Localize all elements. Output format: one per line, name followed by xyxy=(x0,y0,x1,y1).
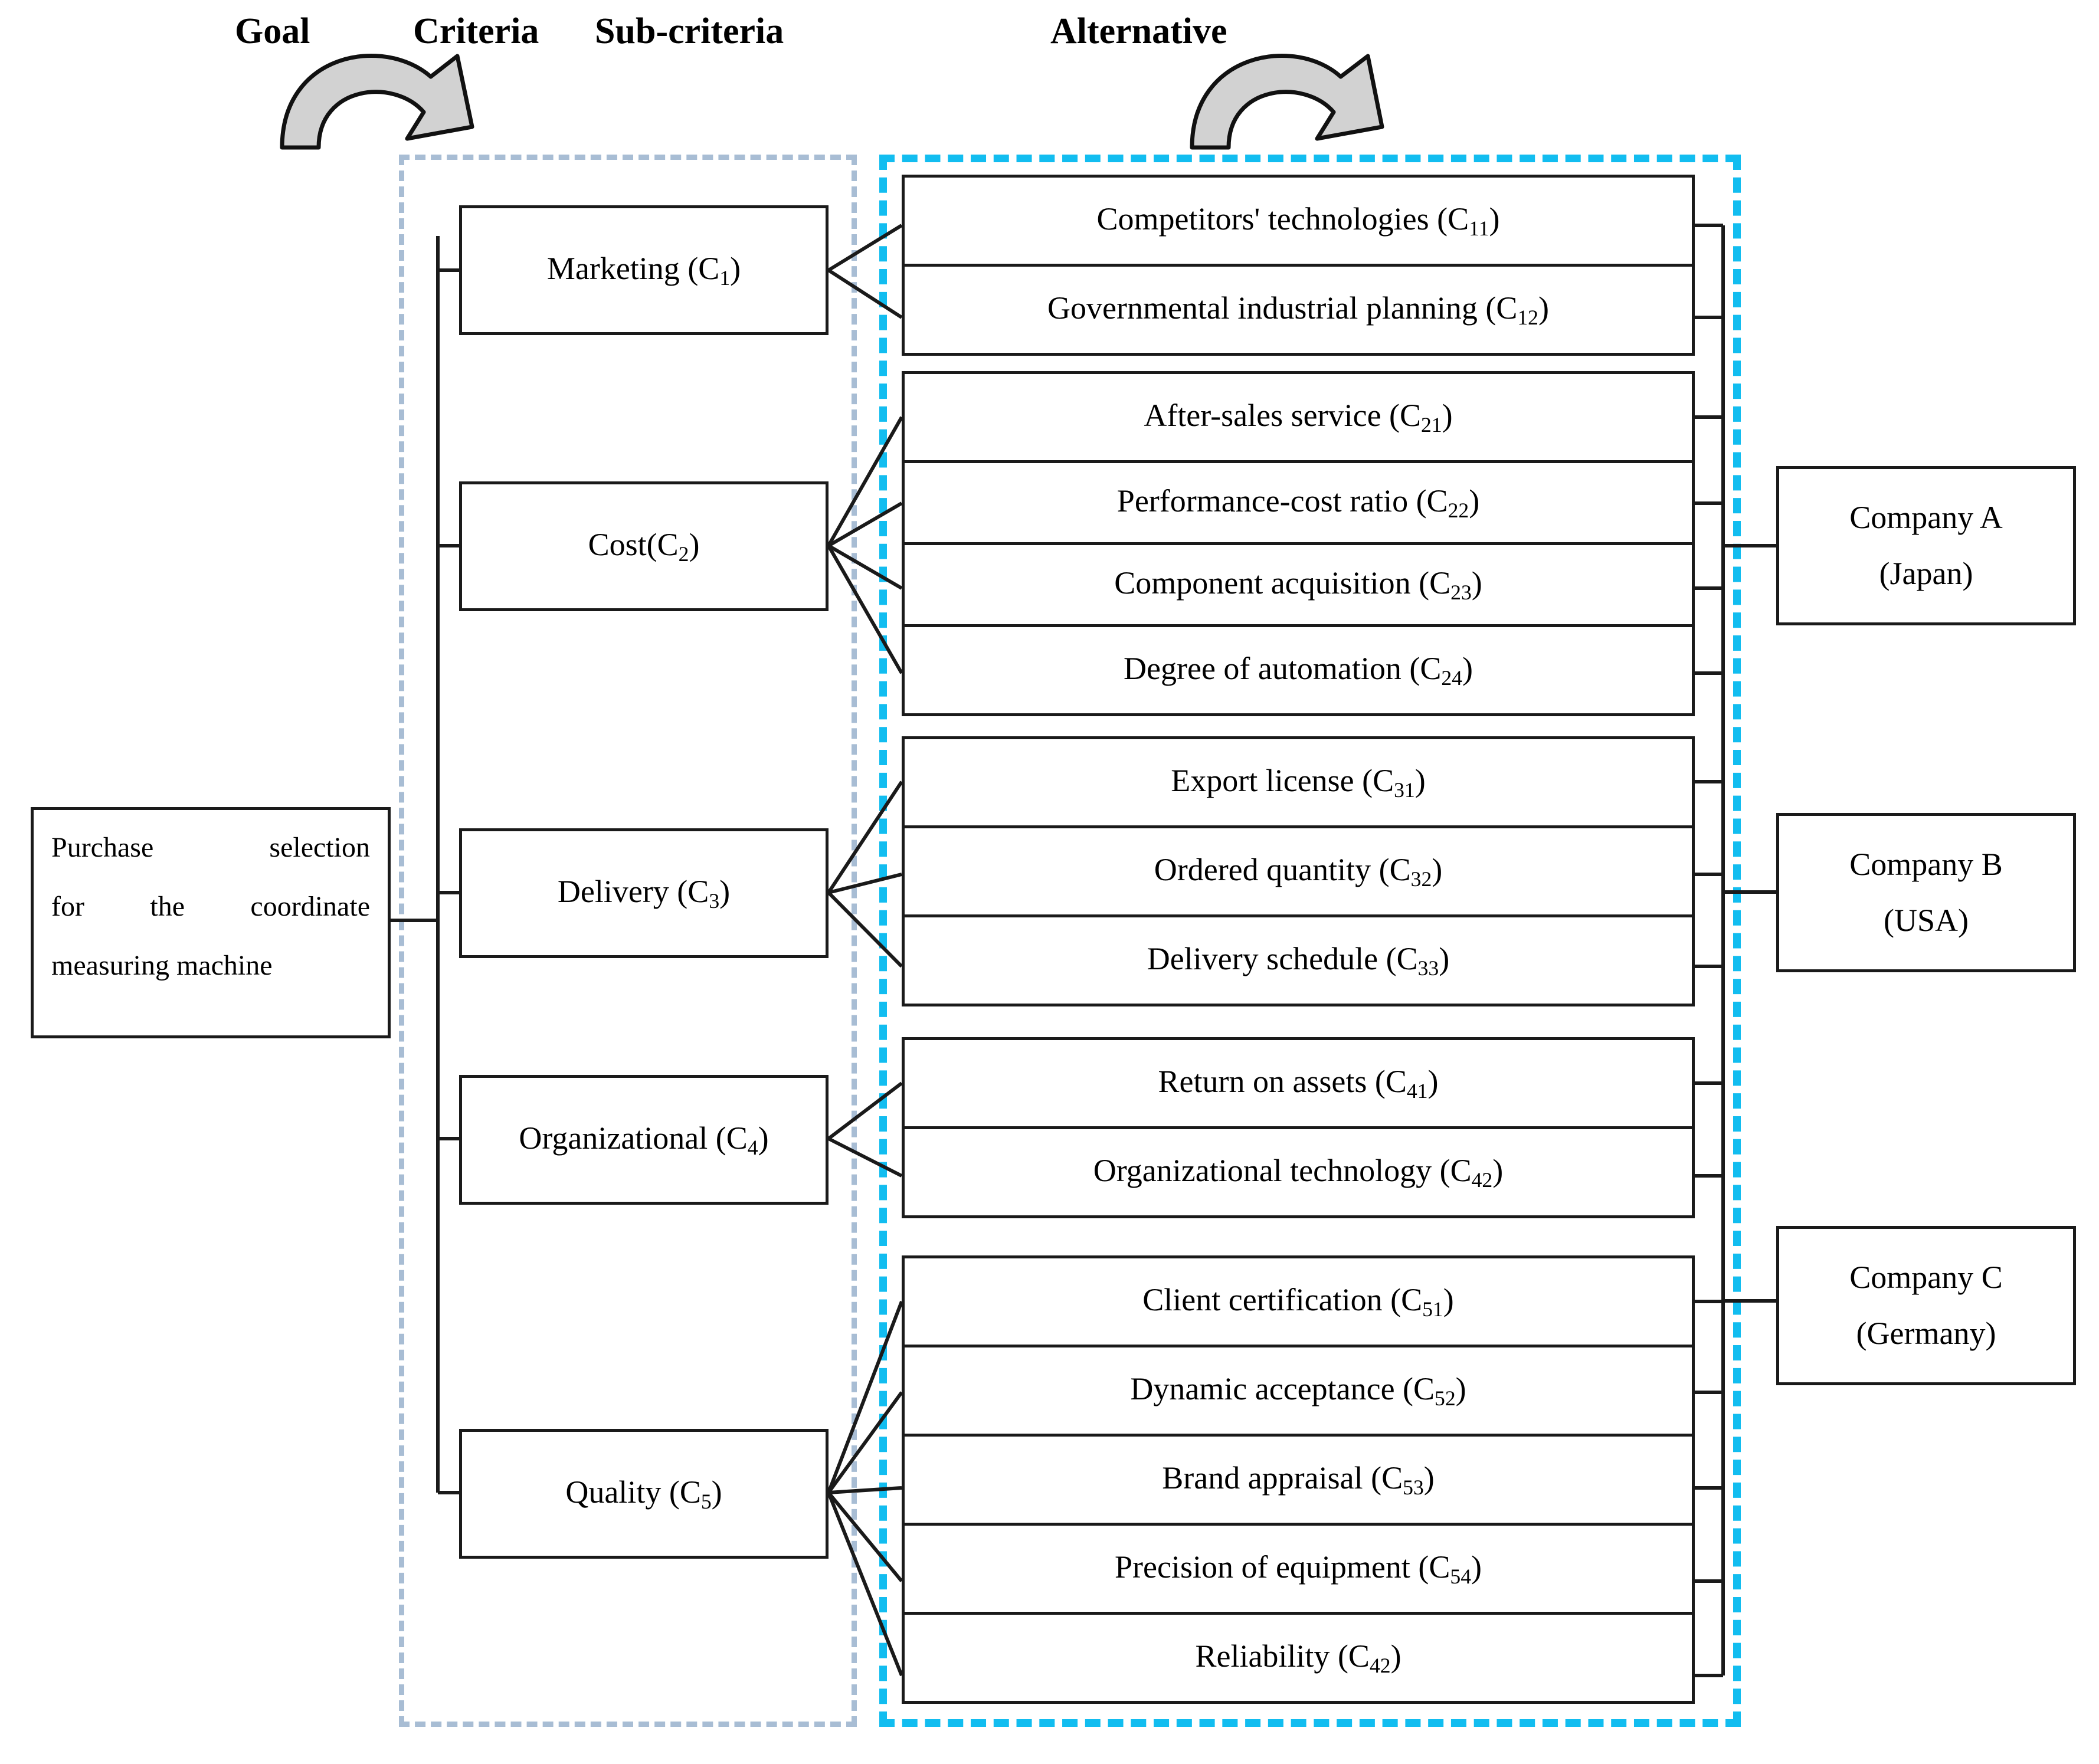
criteria-subscript-marketing: 1 xyxy=(719,266,731,290)
criteria-box-marketing[interactable]: Marketing (C1) xyxy=(459,205,829,335)
subcriteria-box-c31[interactable]: Export license (C31) xyxy=(902,736,1695,828)
subcriteria-label-c12: Governmental industrial planning xyxy=(1047,290,1478,326)
subcriteria-subscript-c54: 54 xyxy=(1450,1564,1472,1588)
subcriteria-label-c41: Return on assets xyxy=(1158,1064,1367,1100)
goal-line-1: Purchase selection xyxy=(51,832,370,863)
criteria-label-marketing: Marketing xyxy=(546,251,680,287)
subcriteria-label-c33: Delivery schedule xyxy=(1147,941,1378,977)
subcriteria-label-c53: Brand appraisal xyxy=(1162,1460,1363,1496)
criteria-code-marketing: C xyxy=(698,251,720,287)
criteria-box-quality[interactable]: Quality (C5) xyxy=(459,1429,829,1559)
subcriteria-subscript-c32: 32 xyxy=(1410,867,1432,891)
subcriteria-box-c53[interactable]: Brand appraisal (C53) xyxy=(902,1434,1695,1526)
goal-box[interactable]: Purchase selection for the coordinate me… xyxy=(31,807,391,1038)
subcriteria-label-c42rel: Reliability xyxy=(1195,1638,1330,1674)
subcriteria-box-c33[interactable]: Delivery schedule (C33) xyxy=(902,914,1695,1006)
subcriteria-subscript-c51: 51 xyxy=(1422,1297,1443,1321)
subcriteria-box-c22[interactable]: Performance-cost ratio (C22) xyxy=(902,460,1695,545)
subcriteria-label-c24: Degree of automation xyxy=(1124,651,1401,687)
subcriteria-box-c42org[interactable]: Organizational technology (C42) xyxy=(902,1126,1695,1218)
criteria-subscript-delivery: 3 xyxy=(709,889,720,913)
criteria-code-cost: C xyxy=(657,527,679,563)
header-alternative: Alternative xyxy=(1050,11,1227,51)
alternative-box-company-b[interactable]: Company B (USA) xyxy=(1776,813,2076,972)
subcriteria-subscript-c52: 52 xyxy=(1435,1386,1456,1410)
criteria-label-cost: Cost xyxy=(588,527,647,563)
subcriteria-group-quality: Client certification (C51) Dynamic accep… xyxy=(902,1255,1695,1704)
subcriteria-box-c21[interactable]: After-sales service (C21) xyxy=(902,371,1695,463)
criteria-label-delivery: Delivery xyxy=(557,874,669,910)
criteria-subscript-cost: 2 xyxy=(678,542,689,566)
header-criteria: Criteria xyxy=(413,11,539,51)
subcriteria-subscript-c41: 41 xyxy=(1406,1078,1428,1103)
criteria-label-quality: Quality xyxy=(565,1474,662,1510)
subcriteria-group-organizational: Return on assets (C41) Organizational te… xyxy=(902,1037,1695,1218)
subcriteria-subscript-c22: 22 xyxy=(1448,498,1469,522)
criteria-code-organizational: C xyxy=(726,1120,748,1156)
subcriteria-label-c54: Precision of equipment xyxy=(1114,1549,1410,1585)
subcriteria-box-c51[interactable]: Client certification (C51) xyxy=(902,1255,1695,1347)
criteria-subscript-organizational: 4 xyxy=(747,1136,758,1160)
subcriteria-subscript-c53: 53 xyxy=(1403,1475,1424,1499)
goal-line-2: for the coordinate xyxy=(51,891,370,922)
alternative-name-company-b: Company B xyxy=(1849,846,2003,882)
subcriteria-box-c42rel[interactable]: Reliability (C42) xyxy=(902,1612,1695,1704)
alternative-box-company-c[interactable]: Company C (Germany) xyxy=(1776,1226,2076,1385)
curved-arrow-icon-2 xyxy=(1190,54,1384,150)
subcriteria-box-c23[interactable]: Component acquisition (C23) xyxy=(902,542,1695,627)
criteria-box-organizational[interactable]: Organizational (C4) xyxy=(459,1075,829,1205)
criteria-subscript-quality: 5 xyxy=(700,1490,712,1514)
subcriteria-subscript-c21: 21 xyxy=(1421,412,1442,437)
subcriteria-box-c52[interactable]: Dynamic acceptance (C52) xyxy=(902,1345,1695,1437)
alternative-country-company-b: (USA) xyxy=(1884,903,1969,938)
subcriteria-box-c24[interactable]: Degree of automation (C24) xyxy=(902,624,1695,716)
criteria-code-quality: C xyxy=(679,1474,701,1510)
subcriteria-group-marketing: Competitors' technologies (C11) Governme… xyxy=(902,175,1695,356)
subcriteria-subscript-c11: 11 xyxy=(1469,216,1489,240)
subcriteria-subscript-c31: 31 xyxy=(1394,778,1415,802)
subcriteria-box-c32[interactable]: Ordered quantity (C32) xyxy=(902,825,1695,917)
alternative-country-company-a: (Japan) xyxy=(1879,556,1973,591)
subcriteria-box-c12[interactable]: Governmental industrial planning (C12) xyxy=(902,264,1695,356)
alternative-name-company-a: Company A xyxy=(1849,499,2003,535)
subcriteria-subscript-c23: 23 xyxy=(1450,580,1472,604)
curved-arrow-icon-1 xyxy=(280,53,474,150)
subcriteria-label-c31: Export license xyxy=(1171,763,1354,799)
header-subcriteria: Sub-criteria xyxy=(595,11,784,51)
subcriteria-label-c42org: Organizational technology xyxy=(1093,1153,1432,1189)
subcriteria-box-c54[interactable]: Precision of equipment (C54) xyxy=(902,1523,1695,1615)
subcriteria-label-c22: Performance-cost ratio xyxy=(1116,483,1409,519)
alternative-box-company-a[interactable]: Company A (Japan) xyxy=(1776,466,2076,625)
subcriteria-subscript-c42org: 42 xyxy=(1471,1168,1493,1192)
subcriteria-box-c41[interactable]: Return on assets (C41) xyxy=(902,1037,1695,1129)
goal-line-3: measuring machine xyxy=(51,950,273,981)
subcriteria-subscript-c24: 24 xyxy=(1441,665,1462,690)
subcriteria-label-c51: Client certification xyxy=(1142,1282,1383,1318)
alternative-country-company-c: (Germany) xyxy=(1856,1316,1996,1351)
criteria-label-organizational: Organizational xyxy=(519,1120,708,1156)
subcriteria-subscript-c42rel: 42 xyxy=(1369,1653,1391,1677)
subcriteria-subscript-c12: 12 xyxy=(1517,305,1538,329)
subcriteria-label-c23: Component acquisition xyxy=(1114,565,1411,601)
criteria-box-delivery[interactable]: Delivery (C3) xyxy=(459,828,829,958)
criteria-code-delivery: C xyxy=(687,874,709,910)
subcriteria-subscript-c33: 33 xyxy=(1417,956,1439,980)
subcriteria-group-cost: After-sales service (C21) Performance-co… xyxy=(902,371,1695,716)
subcriteria-box-c11[interactable]: Competitors' technologies (C11) xyxy=(902,175,1695,267)
subcriteria-label-c32: Ordered quantity xyxy=(1154,852,1371,888)
subcriteria-label-c52: Dynamic acceptance xyxy=(1130,1371,1395,1407)
subcriteria-label-c11: Competitors' technologies xyxy=(1096,201,1429,237)
criteria-box-cost[interactable]: Cost(C2) xyxy=(459,481,829,611)
alternative-name-company-c: Company C xyxy=(1849,1259,2003,1295)
header-goal: Goal xyxy=(235,11,310,51)
subcriteria-group-delivery: Export license (C31) Ordered quantity (C… xyxy=(902,736,1695,1006)
subcriteria-label-c21: After-sales service xyxy=(1144,398,1381,434)
